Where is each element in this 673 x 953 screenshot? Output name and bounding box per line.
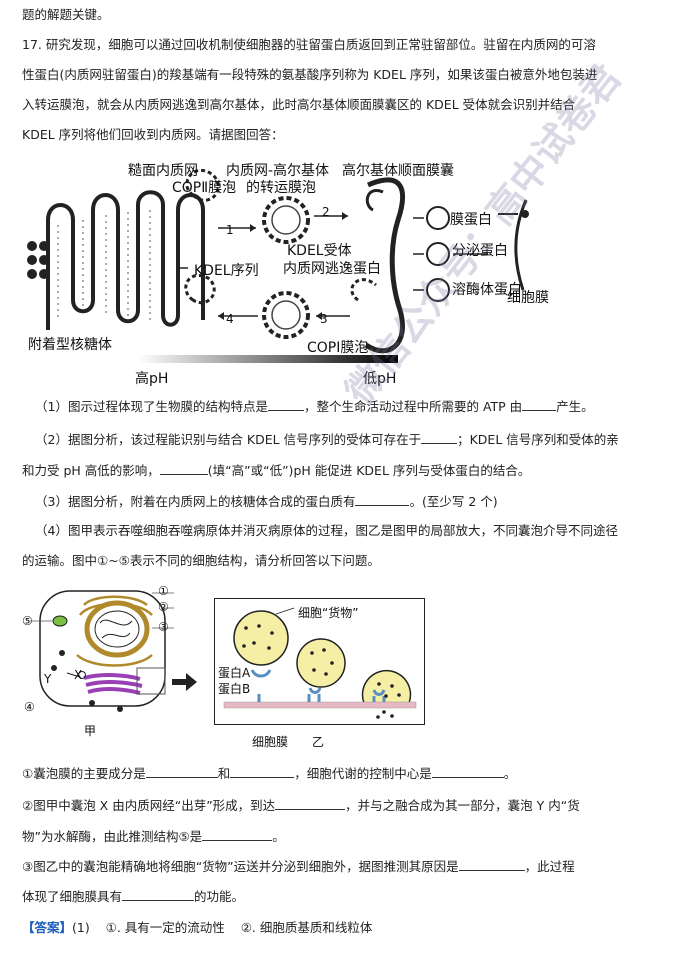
label-step-3: 3 [320, 312, 328, 326]
label-high-ph: 高pH [135, 371, 169, 387]
subquestion-2-line-2: 物”为水解酶，由此推测结构⑤是。 [22, 828, 285, 844]
answer-blank[interactable] [522, 398, 557, 411]
intro-line: 题的解题关键。 [22, 7, 110, 22]
answer-blank[interactable] [355, 493, 410, 506]
q17-line-3: 入转运膜泡，就会从内质网逃逸到高尔基体，此时高尔基体顺面膜囊区的 KDEL 受体… [22, 97, 576, 112]
marker-3: ③ [158, 620, 169, 634]
answer-blank[interactable] [275, 797, 346, 810]
q17-line-2: 性蛋白(内质网驻留蛋白)的羧基端有一段特殊的氨基酸序列称为 KDEL 序列，如果… [22, 67, 598, 82]
label-cell-membrane: 细胞膜 [507, 290, 549, 306]
answer-blank[interactable] [202, 828, 273, 841]
question-3: （3）据图分析，附着在内质网上的核糖体合成的蛋白质有。(至少写 2 个) [35, 493, 498, 509]
label-lysosome-protein: 溶酶体蛋白 [452, 282, 522, 298]
label-step-1: 1 [226, 223, 234, 237]
answer-blank[interactable] [159, 462, 208, 475]
answer-blank[interactable] [458, 858, 525, 871]
label-rough-er: 糙面内质网 [128, 163, 198, 179]
label-protein-b: 蛋白B [218, 682, 251, 696]
label-transport-vesicle: 的转运膜泡 [246, 180, 316, 196]
label-jia: 甲 [84, 724, 97, 738]
question-2-line-1: （2）据图分析，该过程能识别与结合 KDEL 信号序列的受体可存在于；KDEL … [35, 431, 619, 447]
subquestion-3-line-2: 体现了细胞膜具有的功能。 [22, 888, 245, 904]
label-er-golgi: 内质网-高尔基体 [226, 163, 330, 179]
answer-blank[interactable] [431, 765, 504, 778]
question-1: （1）图示过程体现了生物膜的结构特点是，整个生命活动过程中所需要的 ATP 由产… [35, 398, 594, 414]
subquestion-2-line-1: ②图甲中囊泡 X 由内质网经“出芽”形成，到达，并与之融合成为其一部分，囊泡 Y… [22, 797, 580, 813]
q17-line-4: KDEL 序列将他们回收到内质网。请据图回答： [22, 127, 284, 142]
label-kdel-receptor: KDEL受体 [287, 243, 352, 259]
figure-cell-jia [30, 590, 197, 712]
subquestion-1: ①囊泡膜的主要成分是和，细胞代谢的控制中心是。 [22, 765, 517, 781]
marker-4: ④ [24, 700, 35, 714]
label-secretory-protein-1: 分泌蛋白 [452, 243, 508, 259]
answer-tag: 【答案】 [22, 920, 73, 935]
question-2-line-2: 和力受 pH 高低的影响，(填“高”或“低”)pH 能促进 KDEL 序列与受体… [22, 462, 531, 478]
answer-blank[interactable] [230, 765, 295, 778]
marker-1: ① [158, 584, 169, 598]
label-cargo: 细胞“货物” [298, 606, 359, 620]
figure-secretion-yi [214, 598, 425, 725]
marker-2: ② [158, 600, 169, 614]
label-step-4: 4 [226, 312, 234, 326]
label-copi: COPI膜泡 [307, 340, 369, 356]
label-kdel-seq: KDEL序列 [194, 263, 259, 279]
label-step-2: 2 [322, 205, 330, 219]
subquestion-3-line-1: ③图乙中的囊泡能精确地将细胞“货物”运送并分泌到细胞外，据图推测其原因是，此过程 [22, 858, 575, 874]
answer-line: 【答案】(1) ①. 具有一定的流动性 ②. 细胞质基质和线粒体 [22, 920, 373, 935]
question-4-line-1: （4）图甲表示吞噬细胞吞噬病原体并消灭病原体的过程，图乙是图甲的局部放大，不同囊… [35, 523, 618, 538]
label-protein-a: 蛋白A [218, 666, 251, 680]
label-yi: 乙 [312, 735, 325, 749]
label-cis-golgi: 高尔基体顺面膜囊 [342, 163, 454, 179]
answer-blank[interactable] [122, 888, 195, 901]
figure-er-golgi-diagram [27, 168, 529, 363]
label-ribosome: 附着型核糖体 [28, 337, 112, 353]
label-vesicle-x: X [74, 668, 83, 682]
label-low-ph: 低pH [363, 371, 397, 387]
label-membrane-protein: 膜蛋白 [450, 212, 492, 228]
label-vesicle-y: Y [44, 672, 52, 686]
marker-5: ⑤ [22, 614, 33, 628]
answer-blank[interactable] [267, 398, 304, 411]
q17-line-1: 17. 研究发现，细胞可以通过回收机制使细胞器的驻留蛋白质返回到正常驻留部位。驻… [22, 37, 596, 52]
question-4-line-2: 的运输。图中①~⑤表示不同的细胞结构，请分析回答以下问题。 [22, 553, 380, 568]
label-copii: COPⅡ膜泡 [172, 180, 237, 196]
answer-blank[interactable] [145, 765, 218, 778]
label-escape-protein: 内质网逃逸蛋白 [283, 261, 381, 277]
answer-blank[interactable] [421, 431, 458, 444]
label-membrane: 细胞膜 [252, 735, 289, 749]
